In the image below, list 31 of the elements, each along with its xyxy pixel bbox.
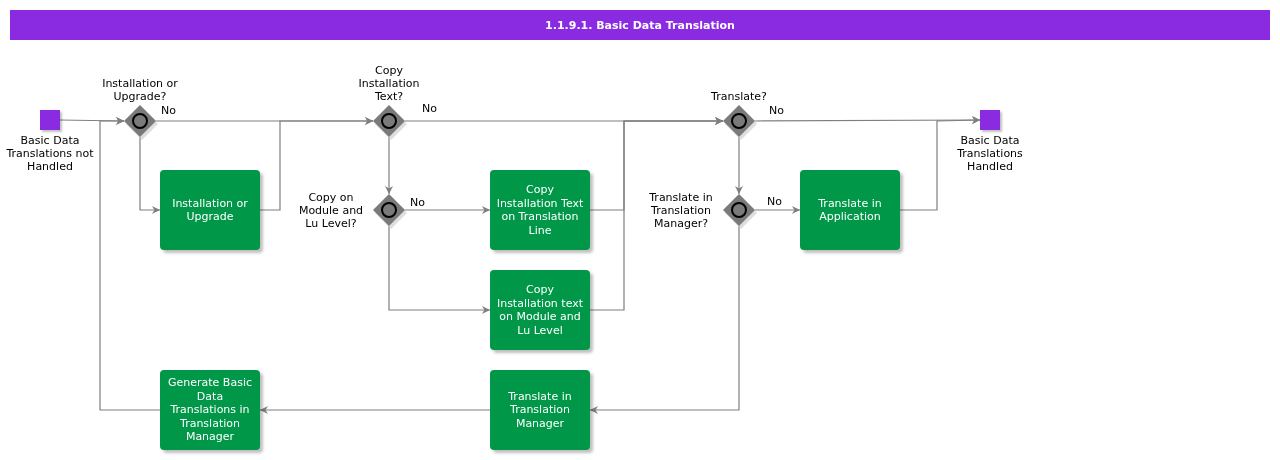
task-box: Translate in Translation Manager <box>490 370 590 450</box>
arrow <box>754 206 801 214</box>
task-box: Installation or Upgrade <box>160 170 260 250</box>
task-box: Translate in Application <box>800 170 900 250</box>
node-label: Installation or Upgrade? <box>101 77 179 103</box>
arrow <box>899 116 981 211</box>
arrow <box>259 406 491 414</box>
task-box: Copy Installation text on Module and Lu Level <box>490 270 590 350</box>
arrow <box>139 136 161 214</box>
node-label: Copy Installation Text? <box>357 64 421 103</box>
arrow <box>385 136 393 195</box>
arrow <box>388 225 491 314</box>
arrow <box>735 136 743 195</box>
task-box: Copy Installation Text on Translation Line <box>490 170 590 250</box>
edge-label: No <box>768 105 785 117</box>
task-box: Generate Basic Data Translations in Translation Manager <box>160 370 260 450</box>
node-label: Translate in Translation Manager? <box>648 190 714 230</box>
arrow <box>259 117 374 211</box>
arrow <box>589 225 740 414</box>
node-label: Basic Data Translations Handled <box>956 134 1024 173</box>
edge-label: No <box>421 103 438 115</box>
node-label: Basic Data Translations not Handled <box>5 134 95 173</box>
arrow <box>404 206 491 214</box>
node-label: Copy on Module and Lu Level? <box>297 190 365 230</box>
edge-label: No <box>409 197 426 209</box>
arrow <box>589 117 724 311</box>
title-bar: 1.1.9.1. Basic Data Translation <box>10 10 1270 40</box>
arrow <box>99 117 161 411</box>
edge-label: No <box>160 105 177 117</box>
edge-label: No <box>766 196 783 208</box>
node-label: Translate? <box>710 90 768 103</box>
